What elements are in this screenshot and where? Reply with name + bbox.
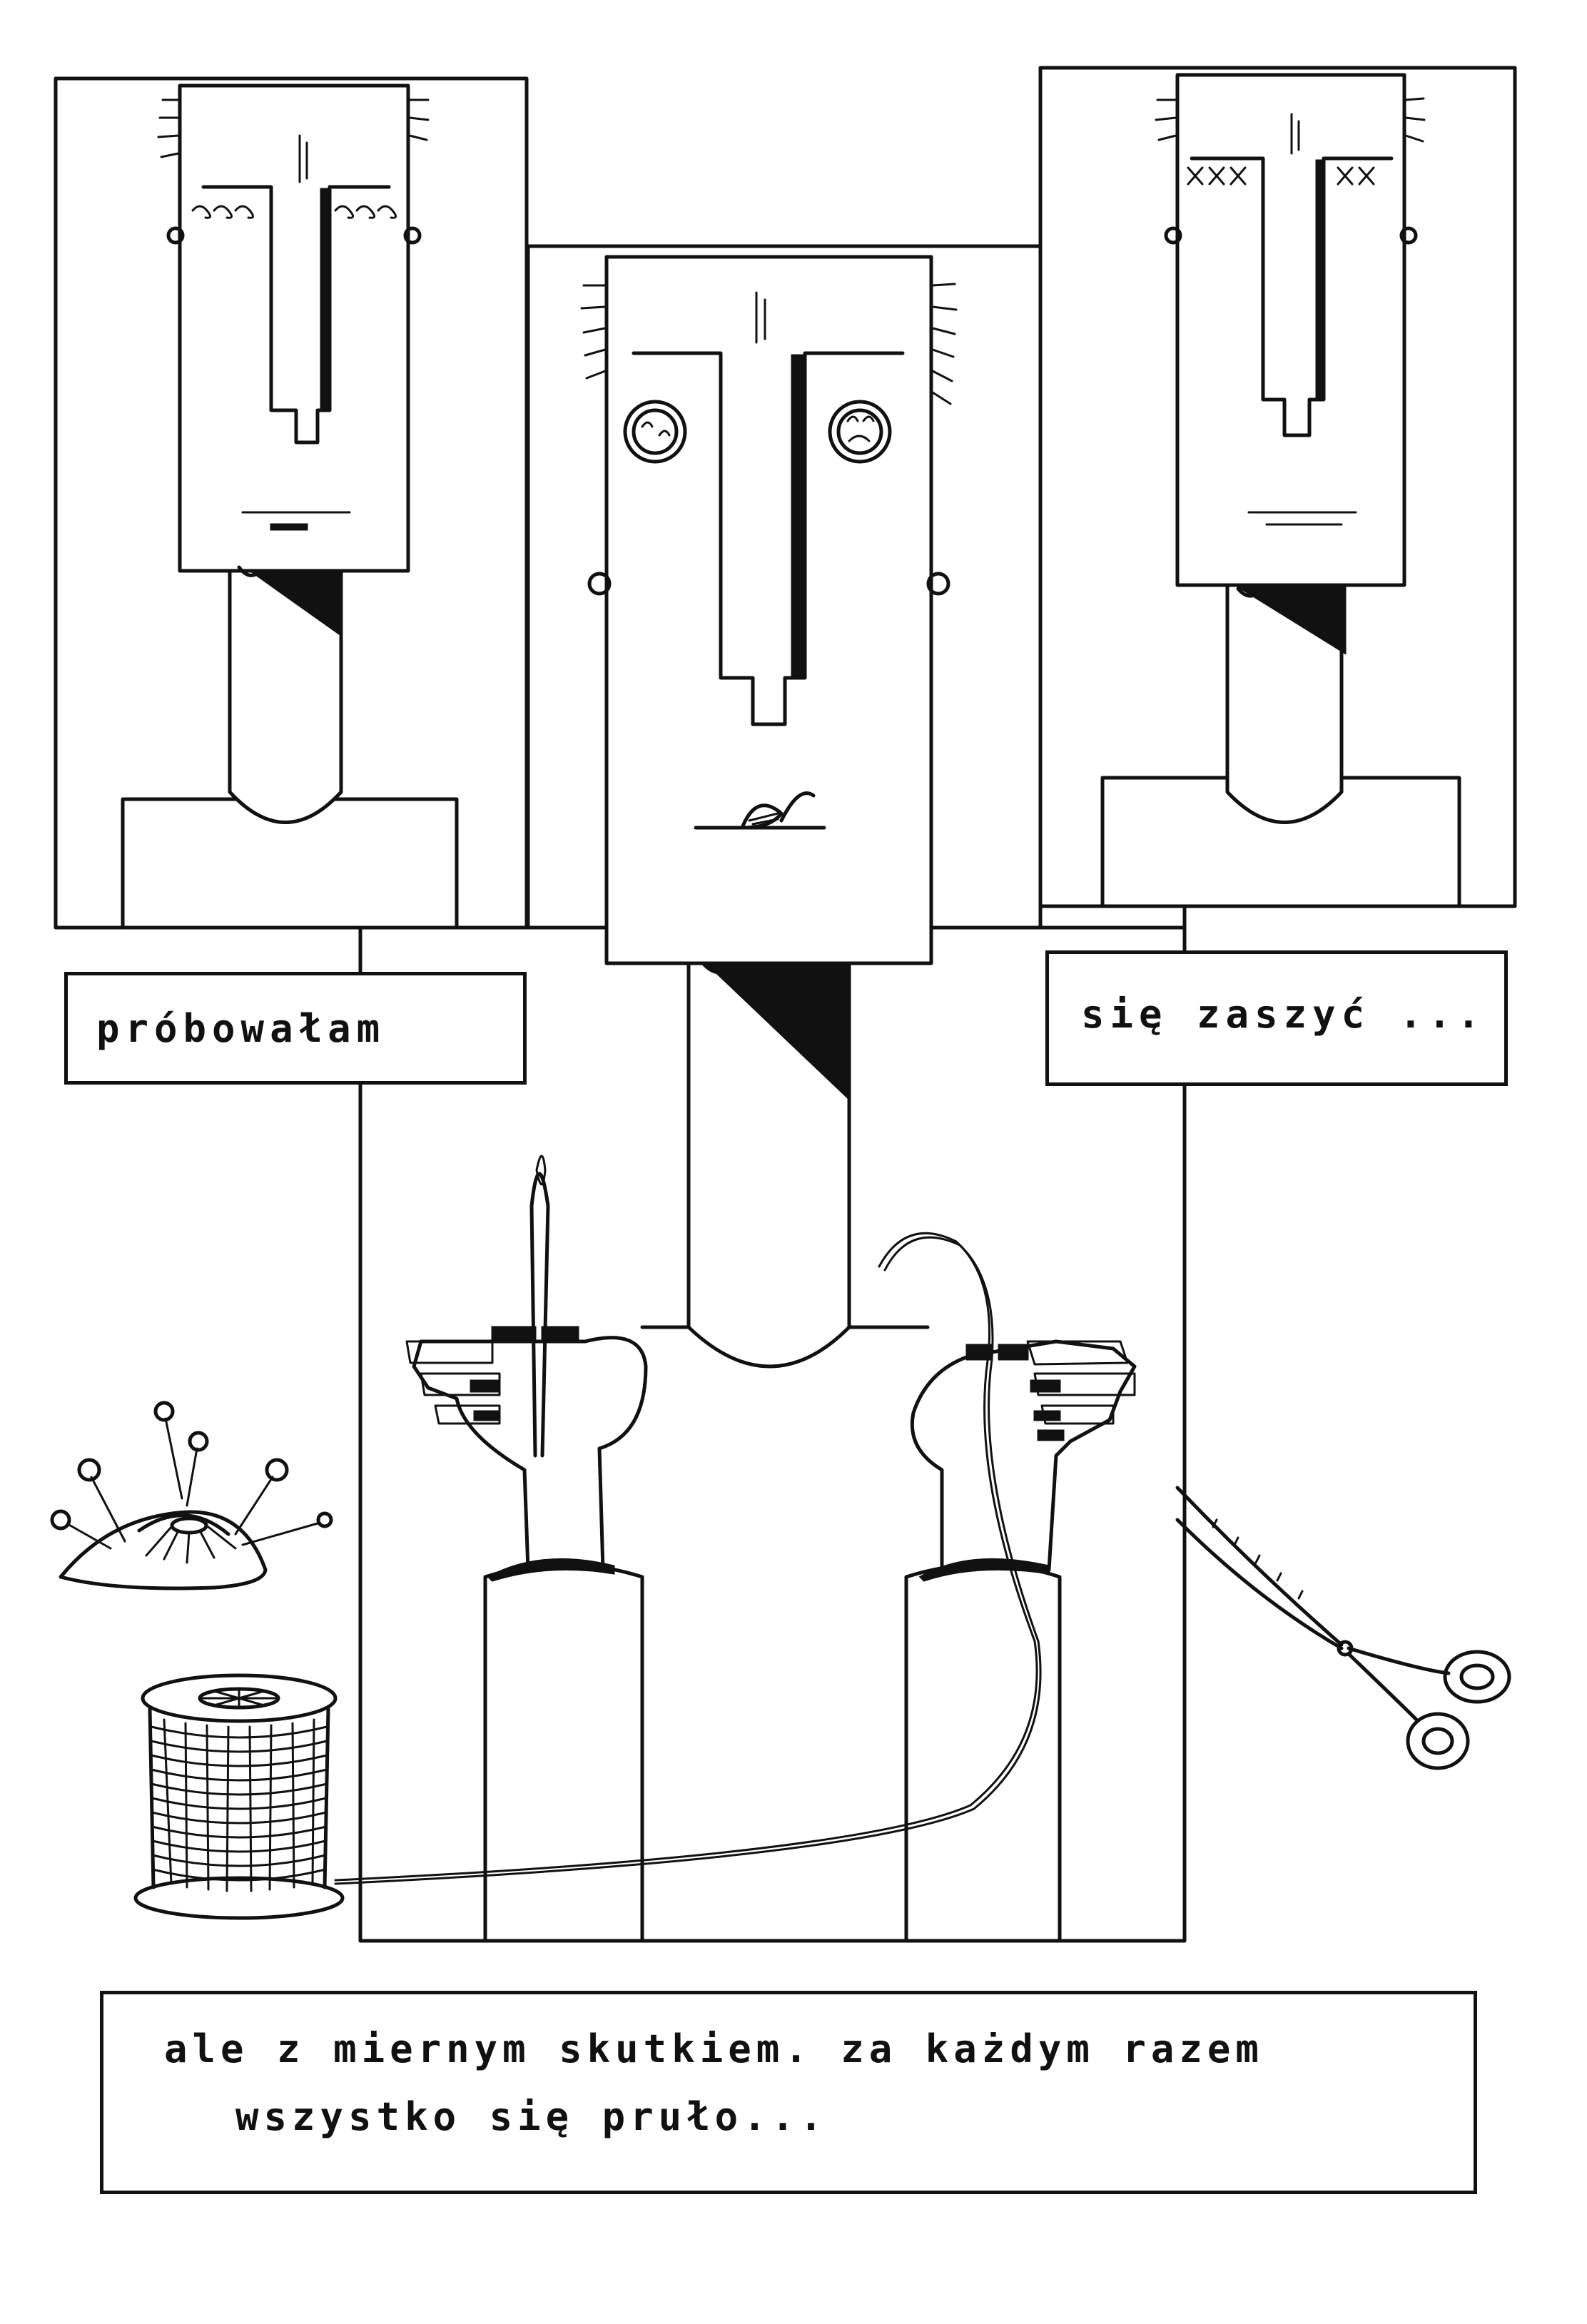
- caption-right: się zaszyć ...: [1081, 992, 1486, 1037]
- thread-spool: [133, 1673, 345, 1920]
- pin-cushion: [50, 1401, 333, 1590]
- scissors: [1175, 1486, 1511, 1770]
- caption-box-right: [1045, 950, 1508, 1086]
- left-panel: [54, 76, 529, 930]
- center-panel: [334, 244, 1187, 1943]
- caption-bottom-line2: wszystko się pruło...: [235, 2094, 828, 2139]
- caption-box-left: [64, 972, 527, 1085]
- caption-left: próbowałam: [96, 1006, 386, 1051]
- right-panel: [1038, 66, 1517, 908]
- caption-bottom-line1: ale z miernym skutkiem. za każdym razem: [164, 2026, 1264, 2071]
- caption-box-bottom: [100, 1991, 1477, 2194]
